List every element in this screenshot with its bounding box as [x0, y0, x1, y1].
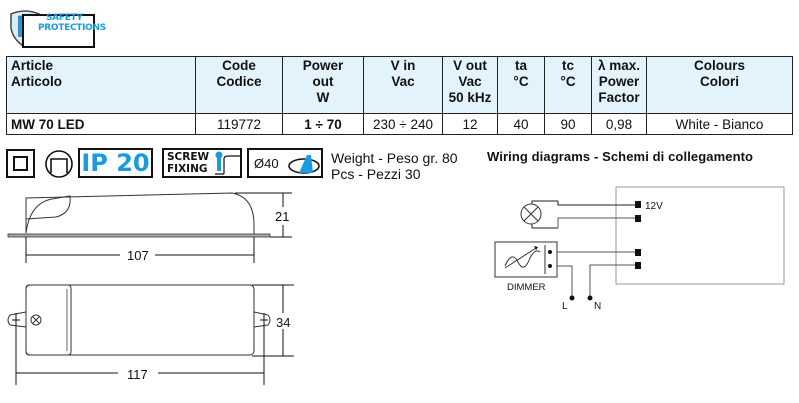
- n-label: N: [594, 301, 601, 312]
- wiring-diagram: 12V DIMMER L N: [494, 186, 785, 312]
- width-dimension: 34: [276, 315, 290, 330]
- cell-vout: 12: [442, 113, 498, 135]
- dimmer-icon: [494, 241, 558, 278]
- header-ta: ta°C: [497, 56, 545, 114]
- 12v-label: 12V: [645, 201, 663, 212]
- cell-tc: 90: [544, 113, 592, 135]
- header-tc: tc°C: [544, 56, 592, 114]
- beam-ellipse-icon: [288, 155, 320, 174]
- cell-power: 1 ÷ 70: [282, 113, 364, 135]
- cell-colours: White - Bianco: [646, 113, 793, 135]
- weight-info: Weight - Peso gr. 80 Pcs - Pezzi 30: [331, 150, 458, 182]
- screw-icon: [215, 151, 241, 175]
- top-length-dimension: 117: [127, 367, 148, 382]
- logo-line-2: PROTECTIONS: [38, 23, 106, 33]
- side-view-drawing: 21 107: [7, 192, 292, 263]
- cell-code: 119772: [195, 113, 283, 135]
- diameter-label: Ø40: [254, 156, 279, 171]
- cell-power-factor: 0,98: [591, 113, 647, 135]
- safety-protections-logo: P SAFETY PROTECTIONS: [8, 8, 106, 48]
- ip20-badge: IP 20: [78, 148, 153, 178]
- logo-line-1: SAFETY: [46, 13, 83, 23]
- dimmer-label: DIMMER: [507, 282, 546, 293]
- logo-frame: [22, 14, 95, 48]
- class-ii-icon: [6, 149, 73, 178]
- terminal-12v: [635, 201, 641, 208]
- cell-ta: 40: [497, 113, 545, 135]
- weight-text: Weight - Peso gr. 80: [331, 150, 458, 166]
- top-view-drawing: 117 34: [7, 284, 296, 385]
- l-label: L: [562, 301, 568, 312]
- pcs-text: Pcs - Pezzi 30: [331, 166, 421, 182]
- height-dimension: 21: [275, 209, 289, 224]
- wiring-title: Wiring diagrams - Schemi di collegamento: [487, 149, 754, 164]
- cell-article: MW 70 LED: [6, 113, 196, 135]
- table-row: MW 70 LED 119772 1 ÷ 70 230 ÷ 240 12 40 …: [6, 113, 793, 135]
- cell-vin: 230 ÷ 240: [363, 113, 443, 135]
- length-dimension: 107: [127, 248, 149, 263]
- diameter-badge: Ø40: [247, 148, 323, 178]
